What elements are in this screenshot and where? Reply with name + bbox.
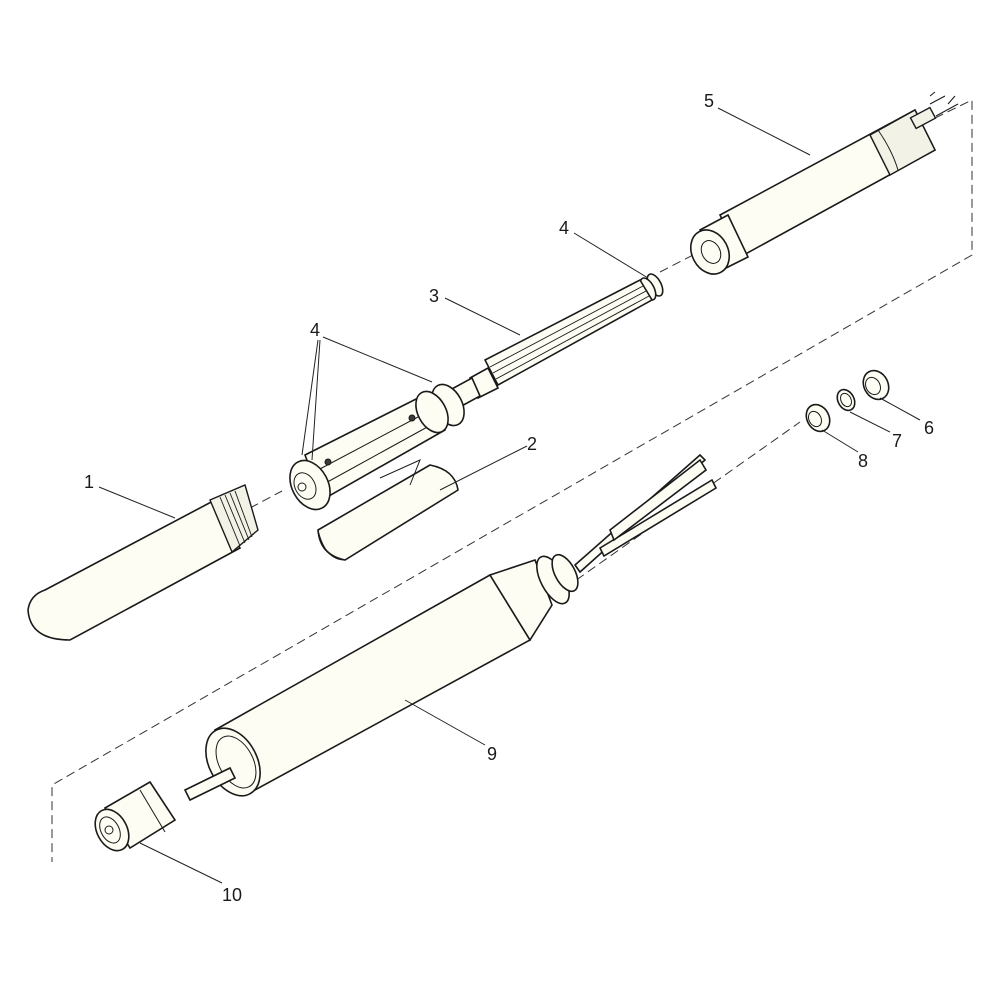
part-1-end-cap <box>27 484 259 641</box>
part-2-label: 2 <box>527 434 537 454</box>
part-8-bushing <box>805 403 831 433</box>
part-8-label: 8 <box>858 451 868 471</box>
leader-lines <box>98 107 921 884</box>
part-1-label: 1 <box>84 472 94 492</box>
part-9-housing <box>183 553 579 802</box>
part-3-shaft <box>448 278 654 410</box>
assembly-dash-lines <box>51 99 973 862</box>
part-7-ring <box>836 388 856 412</box>
part-9-label: 9 <box>487 744 497 764</box>
part-4-upper-label: 4 <box>559 218 569 238</box>
part-4-cage-assembly <box>289 383 465 511</box>
cable-leads <box>573 453 718 574</box>
part-5-label: 5 <box>704 91 714 111</box>
part-10-connector <box>94 780 177 852</box>
part-4-lower-label: 4 <box>310 320 320 340</box>
part-3-label: 3 <box>429 286 439 306</box>
part-10-label: 10 <box>222 885 242 905</box>
part-labels: 1 2 3 4 4 5 6 7 8 9 10 <box>84 91 934 905</box>
part-7-label: 7 <box>892 431 902 451</box>
part-6-fitting <box>862 369 890 401</box>
part-5-cylinder <box>689 91 959 275</box>
part-2-half-shell <box>317 459 459 561</box>
part-6-label: 6 <box>924 418 934 438</box>
